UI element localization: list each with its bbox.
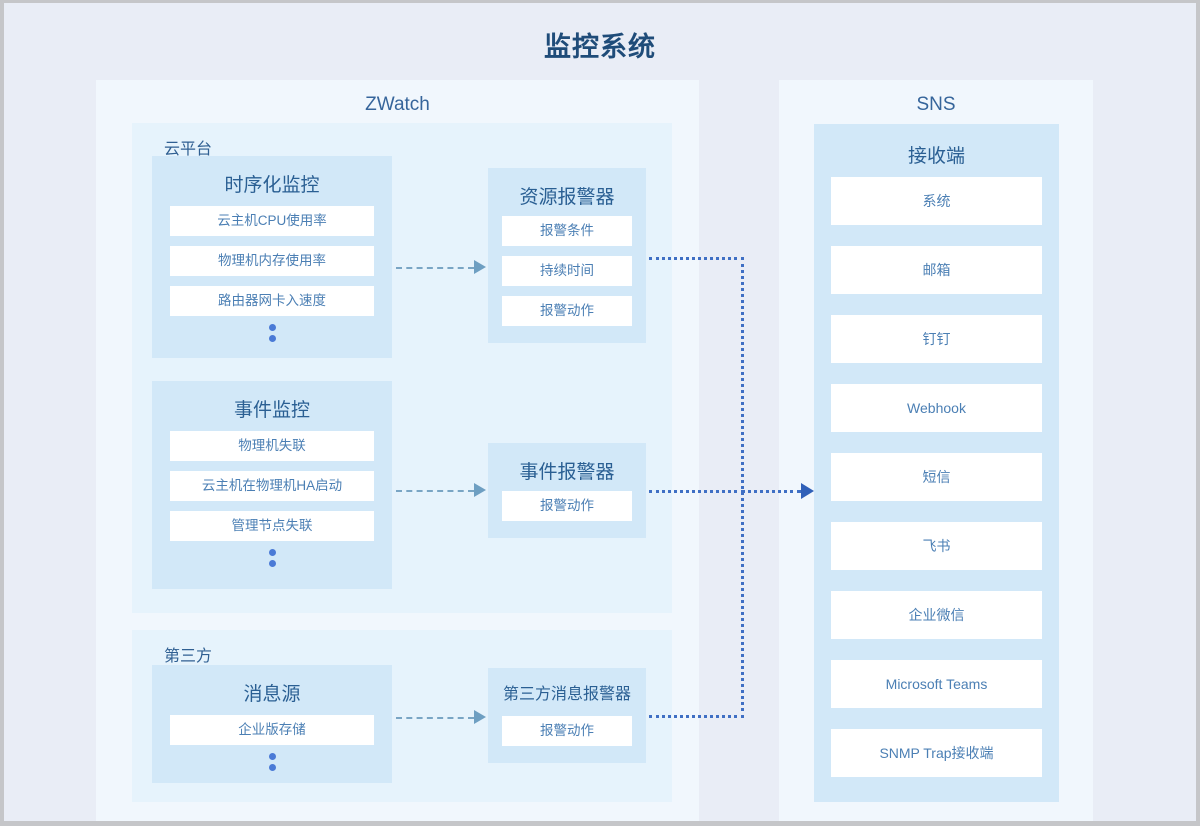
receiver-title: 接收端	[907, 146, 965, 167]
list-item[interactable]: 系统	[831, 177, 1042, 225]
timeseries-monitoring-items: 云主机CPU使用率 物理机内存使用率 路由器网卡入速度	[170, 206, 374, 346]
event-alarm-card: 事件报警器 报警动作	[488, 443, 646, 538]
message-source-title: 消息源	[243, 684, 301, 705]
list-item[interactable]: Microsoft Teams	[831, 660, 1042, 708]
connector-third-party-alarm-to-sns-bus	[649, 715, 744, 718]
receiver-card: 接收端 系统 邮箱 钉钉 Webhook 短信 飞书 企业微信 Microsof…	[814, 124, 1059, 802]
zwatch-panel-title: ZWatch	[365, 94, 430, 115]
list-item[interactable]: Webhook	[831, 384, 1042, 432]
list-item[interactable]: 路由器网卡入速度	[170, 286, 374, 316]
arrowhead-icon	[474, 483, 486, 497]
list-item[interactable]: 云主机CPU使用率	[170, 206, 374, 236]
list-item[interactable]: 企业微信	[831, 591, 1042, 639]
third-party-alarm-card: 第三方消息报警器 报警动作	[488, 668, 646, 763]
connector-event-to-event-alarm	[396, 490, 474, 492]
list-item[interactable]: SNMP Trap接收端	[831, 729, 1042, 777]
connector-sns-vertical-bus	[741, 257, 744, 718]
more-items-ellipsis-icon	[170, 324, 374, 342]
list-item[interactable]: 短信	[831, 453, 1042, 501]
list-item[interactable]: 企业版存储	[170, 715, 374, 745]
event-alarm-title: 事件报警器	[519, 462, 615, 483]
more-items-ellipsis-icon	[170, 753, 374, 771]
list-item[interactable]: 邮箱	[831, 246, 1042, 294]
arrowhead-icon	[801, 483, 814, 499]
receiver-items: 系统 邮箱 钉钉 Webhook 短信 飞书 企业微信 Microsoft Te…	[831, 177, 1042, 798]
list-item[interactable]: 报警动作	[502, 296, 632, 326]
event-alarm-items: 报警动作	[502, 491, 632, 531]
more-items-ellipsis-icon	[170, 549, 374, 567]
event-monitoring-title: 事件监控	[233, 400, 310, 421]
third-party-alarm-items: 报警动作	[502, 716, 632, 756]
resource-alarm-card: 资源报警器 报警条件 持续时间 报警动作	[488, 168, 646, 343]
event-monitoring-card: 事件监控 物理机失联 云主机在物理机HA启动 管理节点失联	[152, 381, 392, 589]
list-item[interactable]: 物理机失联	[170, 431, 374, 461]
event-monitoring-items: 物理机失联 云主机在物理机HA启动 管理节点失联	[170, 431, 374, 571]
list-item[interactable]: 钉钉	[831, 315, 1042, 363]
connector-message-source-to-third-party-alarm	[396, 717, 474, 719]
arrowhead-icon	[474, 260, 486, 274]
connector-event-alarm-to-sns-bus	[649, 490, 744, 493]
list-item[interactable]: 报警条件	[502, 216, 632, 246]
list-item[interactable]: 持续时间	[502, 256, 632, 286]
list-item[interactable]: 物理机内存使用率	[170, 246, 374, 276]
list-item[interactable]: 报警动作	[502, 491, 632, 521]
list-item[interactable]: 管理节点失联	[170, 511, 374, 541]
connector-bus-to-sns	[741, 490, 801, 493]
page-title: 监控系统	[544, 32, 656, 62]
cloud-platform-group-label: 云平台	[164, 141, 213, 158]
third-party-alarm-title: 第三方消息报警器	[502, 686, 631, 703]
third-party-group-label: 第三方	[164, 648, 213, 665]
arrowhead-icon	[474, 710, 486, 724]
message-source-items: 企业版存储	[170, 715, 374, 775]
timeseries-monitoring-card: 时序化监控 云主机CPU使用率 物理机内存使用率 路由器网卡入速度	[152, 156, 392, 358]
resource-alarm-items: 报警条件 持续时间 报警动作	[502, 216, 632, 336]
list-item[interactable]: 报警动作	[502, 716, 632, 746]
list-item[interactable]: 云主机在物理机HA启动	[170, 471, 374, 501]
timeseries-monitoring-title: 时序化监控	[224, 175, 320, 196]
connector-timeseries-to-resource-alarm	[396, 267, 474, 269]
list-item[interactable]: 飞书	[831, 522, 1042, 570]
message-source-card: 消息源 企业版存储	[152, 665, 392, 783]
resource-alarm-title: 资源报警器	[519, 187, 615, 208]
connector-resource-alarm-to-sns-bus	[649, 257, 744, 260]
sns-panel-title: SNS	[916, 94, 956, 115]
